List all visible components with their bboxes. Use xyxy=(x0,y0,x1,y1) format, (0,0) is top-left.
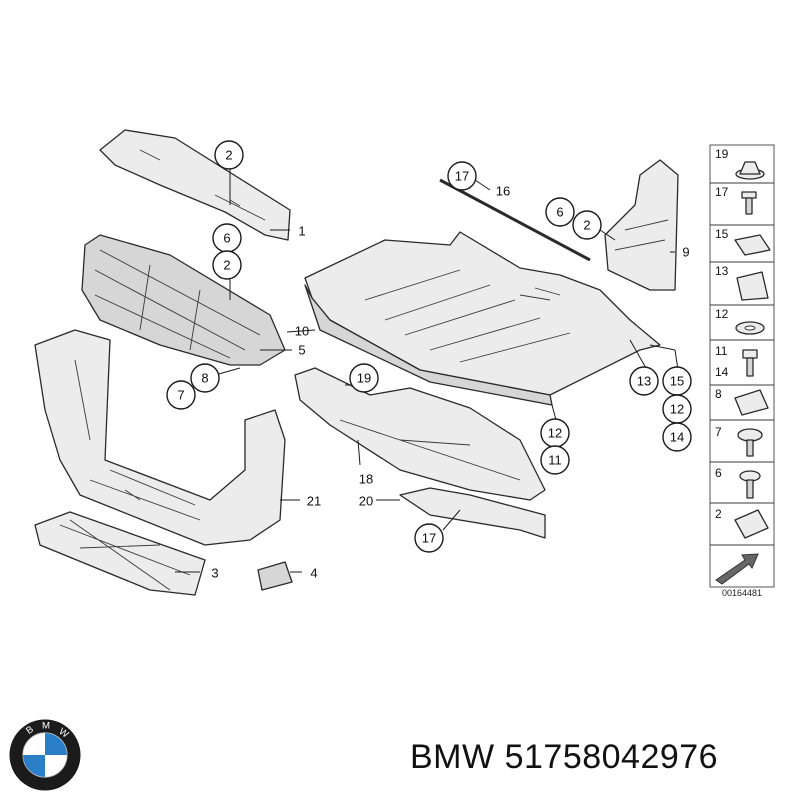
panel-num-15: 15 xyxy=(715,227,729,241)
fastener-panel: 19 17 15 13 12 11 14 8 7 6 2 00164481 xyxy=(709,144,775,598)
svg-text:6: 6 xyxy=(556,205,563,220)
svg-text:8: 8 xyxy=(201,371,208,386)
svg-text:7: 7 xyxy=(177,388,184,403)
fastener-15-icon xyxy=(734,234,771,256)
callout-17-top: 17 xyxy=(447,161,477,191)
svg-text:2: 2 xyxy=(223,258,230,273)
label-4: 4 xyxy=(310,566,317,581)
callout-19: 19 xyxy=(349,363,379,393)
svg-text:M: M xyxy=(42,720,50,731)
fastener-17-icon xyxy=(741,191,757,215)
svg-text:B: B xyxy=(24,724,36,737)
panel-num-13: 13 xyxy=(715,264,729,278)
panel-num-11: 11 xyxy=(715,344,728,358)
part-21-lower-carrier xyxy=(34,329,286,546)
label-20: 20 xyxy=(359,494,373,509)
part-4-clip xyxy=(257,561,293,591)
bmw-logo: B M W xyxy=(9,719,81,791)
callout-2-right: 2 xyxy=(572,210,602,240)
fastener-6-icon xyxy=(739,470,761,499)
svg-text:17: 17 xyxy=(455,169,469,184)
callout-13: 13 xyxy=(629,366,659,396)
callout-15: 15 xyxy=(662,366,692,396)
diagram-code: 00164481 xyxy=(722,588,762,598)
part-5-grille-frame xyxy=(81,234,286,366)
fastener-12-icon xyxy=(735,321,765,335)
svg-text:12: 12 xyxy=(548,426,562,441)
callout-6-right: 6 xyxy=(545,197,575,227)
callout-2-top: 2 xyxy=(214,140,244,170)
svg-text:2: 2 xyxy=(225,148,232,163)
callout-11: 11 xyxy=(540,445,570,475)
part-3-cover xyxy=(34,511,206,596)
part-10-underbody-panel xyxy=(304,231,661,406)
part-20-trim xyxy=(399,487,546,539)
callout-12-right: 12 xyxy=(662,394,692,424)
part-1-top-shroud xyxy=(99,129,291,241)
panel-num-17: 17 xyxy=(715,185,729,199)
caption-brand: BMW xyxy=(410,738,495,776)
svg-text:11: 11 xyxy=(548,453,562,468)
callout-17-bottom: 17 xyxy=(414,523,444,553)
svg-text:19: 19 xyxy=(357,371,371,386)
label-3: 3 xyxy=(211,566,218,581)
panel-num-7: 7 xyxy=(715,425,722,439)
callout-6-left: 6 xyxy=(212,223,242,253)
label-5: 5 xyxy=(298,343,305,358)
callout-8: 8 xyxy=(190,363,220,393)
svg-text:15: 15 xyxy=(670,374,684,389)
svg-text:17: 17 xyxy=(422,531,436,546)
direction-arrow-icon xyxy=(715,553,759,585)
panel-num-14: 14 xyxy=(715,365,729,379)
label-18: 18 xyxy=(359,472,373,487)
svg-text:13: 13 xyxy=(637,374,651,389)
part-16-rod xyxy=(439,178,591,262)
fastener-8-icon xyxy=(734,389,769,416)
fastener-2-icon xyxy=(734,509,769,539)
callout-2-left: 2 xyxy=(212,250,242,280)
label-10: 10 xyxy=(295,324,309,339)
svg-text:6: 6 xyxy=(223,231,230,246)
panel-num-6: 6 xyxy=(715,466,722,480)
fastener-7-icon xyxy=(737,428,763,457)
fastener-11-icon xyxy=(742,349,758,377)
panel-num-12: 12 xyxy=(715,307,729,321)
label-9: 9 xyxy=(682,245,689,260)
panel-num-19: 19 xyxy=(715,147,729,161)
callout-12-mid: 12 xyxy=(540,418,570,448)
part-9-side-panel xyxy=(604,159,679,291)
label-21: 21 xyxy=(307,494,321,509)
svg-text:14: 14 xyxy=(670,430,684,445)
fastener-panel-frame xyxy=(709,144,775,588)
fastener-19-icon xyxy=(735,161,765,180)
caption-part-number: 51758042976 xyxy=(504,738,719,776)
callout-14: 14 xyxy=(662,422,692,452)
label-16: 16 xyxy=(496,184,510,199)
panel-num-2: 2 xyxy=(715,507,722,521)
fastener-13-icon xyxy=(736,271,769,301)
svg-text:2: 2 xyxy=(583,218,590,233)
label-1: 1 xyxy=(298,224,305,239)
svg-text:12: 12 xyxy=(670,402,684,417)
callout-7: 7 xyxy=(166,380,196,410)
panel-num-8: 8 xyxy=(715,387,722,401)
